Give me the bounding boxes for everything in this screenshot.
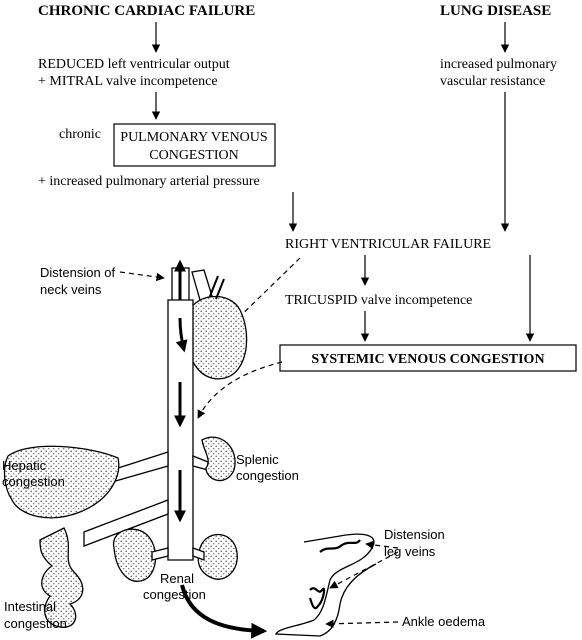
splenic-label-line1: Splenic xyxy=(236,452,279,467)
pulmonary-venous-label: PULMONARY VENOUS xyxy=(120,130,267,145)
leg-vein-upper xyxy=(319,539,361,553)
systemic-venous-congestion-box xyxy=(279,344,577,372)
leader-ankle xyxy=(325,619,399,628)
mitral-incompetence-text: + MITRAL valve incompetence xyxy=(38,74,218,89)
splenic-label-line2: congestion xyxy=(236,468,299,483)
hepatic-vein xyxy=(111,451,169,483)
leg-veins-label-line2: leg veins xyxy=(384,544,436,559)
leg-vein-lower xyxy=(308,587,326,610)
renal-vein-right xyxy=(192,547,205,561)
leader-leg-lower xyxy=(329,551,399,589)
hepatic-label-line1: Hepatic xyxy=(2,458,47,473)
systemic-venous-congestion-label: SYSTEMIC VENOUS CONGESTION xyxy=(311,352,544,367)
neck-inflow-arrows xyxy=(209,275,225,300)
right-kidney xyxy=(197,533,238,580)
renal-label-line1: Renal xyxy=(160,571,194,586)
chronic-label: chronic xyxy=(59,127,101,142)
vena-cava xyxy=(167,299,194,561)
hepatic-label-line2: congestion xyxy=(2,474,65,489)
liver xyxy=(3,445,120,519)
reduced-lv-output-text: REDUCED left ventricular output xyxy=(38,57,230,72)
leg-veins-label-line1: Distension xyxy=(384,527,445,542)
dashed-systemic-to-vein xyxy=(197,361,283,419)
renal-label-line2: congestion xyxy=(143,587,206,602)
ankle-oedema-label: Ankle oedema xyxy=(402,614,486,629)
vascular-resistance-text: vascular resistance xyxy=(440,74,545,89)
intestinal-label-line1: Intestinal xyxy=(4,599,56,614)
heading-lung-disease: LUNG DISEASE xyxy=(440,3,551,19)
tricuspid-incompetence-text: TRICUSPID valve incompetence xyxy=(285,293,472,308)
heading-chronic-cardiac-failure: CHRONIC CARDIAC FAILURE xyxy=(38,3,255,19)
neck-vessel-right xyxy=(191,269,213,301)
pulmonary-venous-congestion-box xyxy=(113,123,276,167)
intestinal-label-line2: congestion xyxy=(4,616,67,631)
renal-vein-left xyxy=(151,547,169,561)
neck-veins-label-line2: neck veins xyxy=(40,282,102,297)
increased-pulmonary-text: increased pulmonary xyxy=(440,57,557,72)
congestion-label: CONGESTION xyxy=(149,148,238,163)
increased-pulmonary-arterial-pressure-text: + increased pulmonary arterial pressure xyxy=(38,174,260,189)
right-ventricular-failure-text: RIGHT VENTRICULAR FAILURE xyxy=(285,237,491,252)
leader-neck xyxy=(119,271,165,282)
left-kidney xyxy=(113,528,157,582)
mesenteric-vein xyxy=(83,499,169,547)
neck-veins-label-line1: Distension of xyxy=(40,265,116,280)
flow-arrow-to-leg xyxy=(180,584,268,639)
intestines xyxy=(39,527,84,628)
heart xyxy=(185,296,248,380)
spleen xyxy=(201,436,236,482)
flow-arrow-into-heart xyxy=(175,317,188,353)
